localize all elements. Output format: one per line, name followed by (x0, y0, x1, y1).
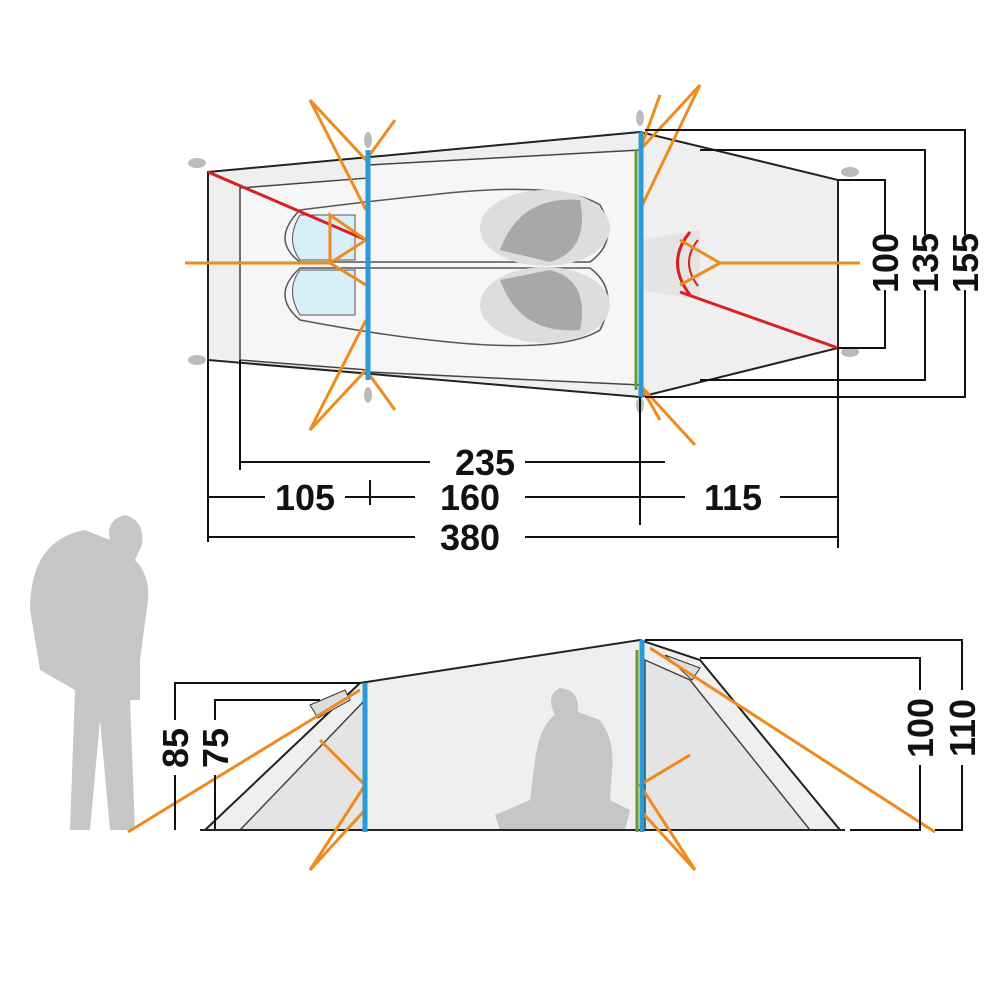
dim-rear-height-outer: 110 (942, 699, 983, 757)
dim-middle-section: 160 (440, 477, 500, 518)
red-pole-front (207, 170, 367, 242)
dim-total-width: 155 (945, 233, 986, 293)
red-pole-rear (679, 290, 839, 350)
dim-vestibule-front: 105 (275, 477, 335, 518)
dim-vestibule-rear: 115 (704, 477, 762, 518)
guylines-side (127, 646, 936, 872)
window-icon (292, 214, 356, 261)
hiker-silhouette (30, 515, 149, 830)
dim-inner-width: 135 (905, 233, 946, 293)
dim-inner-length: 235 (455, 442, 515, 483)
dim-total-length: 380 (440, 517, 500, 558)
top-view: 235 105 160 115 380 100 135 155 (185, 83, 986, 558)
dim-rear-width: 100 (865, 233, 906, 293)
dim-rear-height-inner: 100 (900, 698, 941, 758)
dimension-lines-top (207, 129, 966, 548)
side-view: 85 75 100 110 (30, 515, 983, 872)
dim-front-height-outer: 85 (155, 728, 196, 768)
stake-icons (188, 110, 859, 413)
sitting-person-silhouette (495, 688, 630, 830)
dimension-lines-side (174, 639, 963, 831)
dim-front-height-inner: 75 (195, 728, 236, 768)
sleeper-head (500, 199, 582, 262)
